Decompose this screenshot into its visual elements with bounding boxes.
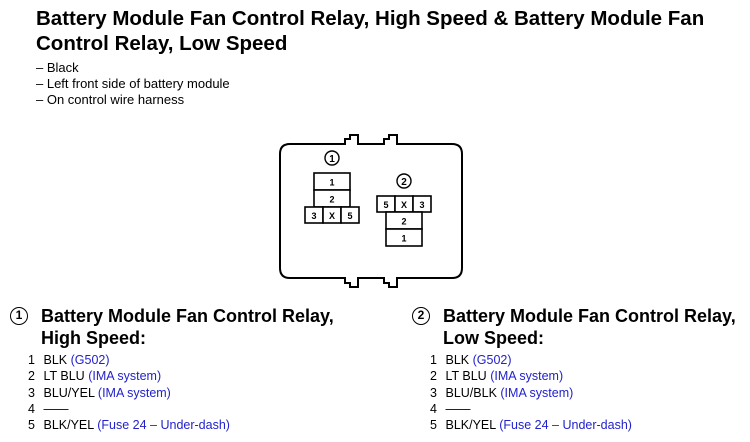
pin-row: 1 BLK (G502) xyxy=(28,352,230,368)
section-1-heading-line1: Battery Module Fan Control Relay, xyxy=(41,306,334,326)
section-2-heading-line2: Low Speed: xyxy=(443,328,545,348)
pin-wire: BLK/YEL xyxy=(445,418,496,433)
connector-2-cell-5-label: 5 xyxy=(383,200,388,210)
pin-number: 3 xyxy=(430,385,437,400)
pin-wire: BLK/YEL xyxy=(43,418,94,433)
section-1-number-badge: 1 xyxy=(10,307,28,325)
connector-1-cell-3-label: 3 xyxy=(311,211,316,221)
pin-note: (G502) xyxy=(70,353,110,367)
connector-diagram: 1 1 2 3 X 5 2 5 X 3 2 1 xyxy=(279,134,463,288)
section-1-heading-line2: High Speed: xyxy=(41,328,147,348)
pin-note: (IMA system) xyxy=(88,369,162,384)
pin-number: 4 xyxy=(28,401,35,416)
pin-number: 1 xyxy=(430,353,437,367)
section-2-pin-list: 1 BLK (G502) 2 LT BLU (IMA system) 3 BLU… xyxy=(430,352,632,433)
pin-row: 5 BLK/YEL (Fuse 24 – Under-dash) xyxy=(430,417,632,433)
pin-wire: BLK xyxy=(445,353,470,367)
pin-row: 4 —— xyxy=(28,401,230,417)
pin-row: 2 LT BLU (IMA system) xyxy=(28,368,230,384)
connector-2-cell-x-label: X xyxy=(401,200,407,210)
connector-1-badge-label: 1 xyxy=(329,154,335,165)
section-2-heading: Battery Module Fan Control Relay, Low Sp… xyxy=(443,305,736,349)
connector-1: 1 1 2 3 X 5 xyxy=(304,150,360,224)
connector-1-cell-1-label: 1 xyxy=(329,178,334,188)
connector-2-cell-3-label: 3 xyxy=(419,200,424,210)
pin-wire: —— xyxy=(43,401,69,416)
connector-notes: – Black – Left front side of battery mod… xyxy=(36,60,230,108)
connector-1-cell-5 xyxy=(340,206,360,224)
note-location: – Left front side of battery module xyxy=(36,76,230,91)
connector-2-badge-label: 2 xyxy=(401,177,407,188)
pin-number: 5 xyxy=(430,418,437,433)
note-color: – Black xyxy=(36,60,79,75)
pin-number: 2 xyxy=(430,369,437,384)
pin-row: 4 —— xyxy=(430,401,632,417)
pin-row: 3 BLU/YEL (IMA system) xyxy=(28,385,230,401)
pin-row: 5 BLK/YEL (Fuse 24 – Under-dash) xyxy=(28,417,230,433)
pin-wire: BLU/BLK xyxy=(445,385,497,400)
section-1-pin-list: 1 BLK (G502) 2 LT BLU (IMA system) 3 BLU… xyxy=(28,352,230,433)
pin-row: 1 BLK (G502) xyxy=(430,352,632,368)
pin-wire: BLU/YEL xyxy=(43,385,95,400)
connector-2: 2 5 X 3 2 1 xyxy=(376,173,432,247)
connector-housing xyxy=(279,134,463,288)
pin-number: 2 xyxy=(28,369,35,384)
pin-wire: —— xyxy=(445,401,471,416)
connector-2-cell-1 xyxy=(385,228,423,247)
pin-number: 3 xyxy=(28,385,35,400)
pin-wire: LT BLU xyxy=(445,369,487,384)
pin-note: (IMA system) xyxy=(97,385,171,400)
pin-number: 1 xyxy=(28,353,35,367)
section-2-heading-line1: Battery Module Fan Control Relay, xyxy=(443,306,736,326)
pin-note: (G502) xyxy=(472,353,512,367)
pin-wire: LT BLU xyxy=(43,369,85,384)
connector-1-cell-5-label: 5 xyxy=(347,211,352,221)
connector-1-cell-2-label: 2 xyxy=(329,195,334,205)
pin-note: (Fuse 24 – Under-dash) xyxy=(97,418,230,433)
section-2-number-badge: 2 xyxy=(412,307,430,325)
pin-row: 3 BLU/BLK (IMA system) xyxy=(430,385,632,401)
pin-wire: BLK xyxy=(43,353,68,367)
connector-1-cell-x-label: X xyxy=(329,211,335,221)
pin-note: (IMA system) xyxy=(500,385,574,400)
pin-note: (Fuse 24 – Under-dash) xyxy=(499,418,632,433)
connector-1-badge xyxy=(324,150,340,166)
pin-note: (IMA system) xyxy=(490,369,564,384)
pin-number: 5 xyxy=(28,418,35,433)
connector-2-cell-2-label: 2 xyxy=(401,217,406,227)
pin-row: 2 LT BLU (IMA system) xyxy=(430,368,632,384)
section-1-heading: Battery Module Fan Control Relay, High S… xyxy=(41,305,334,349)
pin-number: 4 xyxy=(430,401,437,416)
note-harness: – On control wire harness xyxy=(36,92,185,107)
connector-2-cell-1-label: 1 xyxy=(401,234,406,244)
connector-2-badge xyxy=(396,173,412,189)
page-title: Battery Module Fan Control Relay, High S… xyxy=(36,7,705,55)
